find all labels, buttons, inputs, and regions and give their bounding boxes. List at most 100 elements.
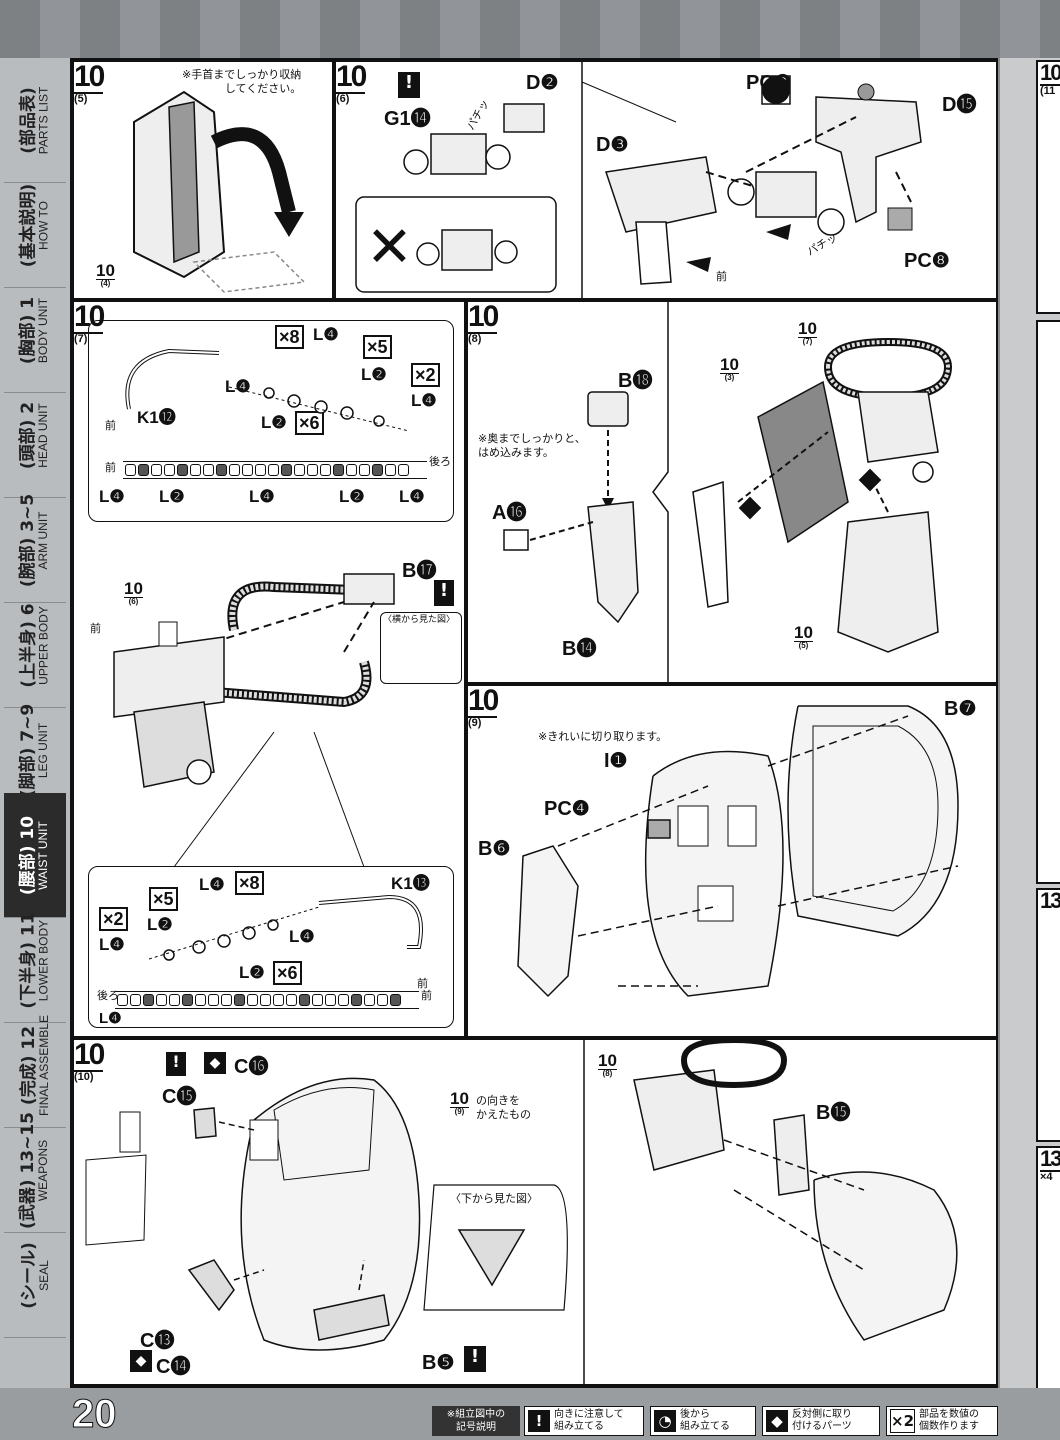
legend-text: 向きに注意して 組み立てる — [554, 1409, 624, 1432]
legend-caution: !向きに注意して 組み立てる — [524, 1406, 644, 1436]
caution-icon: ! — [434, 580, 454, 606]
part-label: B❺ — [422, 1352, 455, 1374]
part-label: B⓯ — [816, 1102, 851, 1124]
part-label: C⓮ — [156, 1356, 191, 1378]
opposite-side-icon: ◆ — [766, 1410, 788, 1432]
step-note: の向きを かえたもの — [476, 1094, 531, 1122]
part-label: PC❽ — [904, 250, 950, 272]
tab-en: ARM UNIT — [36, 511, 51, 570]
count-badge: ×6 — [273, 961, 302, 985]
step-10-9: 10(9) ※きれいに切り取ります。 B❼ I❶ PC❹ B❻ — [466, 684, 998, 1038]
part-label: B⓮ — [562, 638, 597, 660]
sidebar-tab-how-to[interactable]: (基本説明)HOW TO — [4, 163, 66, 288]
part-label: C⓯ — [162, 1086, 197, 1108]
callout-top: K1⓬ 前 ×8 L❹ ×5 L❹ L❷ ×2 L❹ L❷ ×6 前 後ろ L❹… — [88, 320, 454, 522]
step-10-6: 10(6) ! D❷ G1⓮ D❸ PC❽ D⓯ PC❽ 前 パチッ パチッ ✕ — [334, 60, 998, 300]
count-badge: ×5 — [363, 335, 392, 359]
count-badge: ×5 — [149, 887, 178, 911]
part-label: L❹ — [399, 487, 425, 506]
tab-en: FINAL ASSEMBLE — [36, 1014, 51, 1116]
rear-label: 後ろ — [97, 989, 119, 1002]
page-number: 20 — [72, 1392, 117, 1437]
part-label: L❹ — [199, 875, 225, 894]
edge-panel: 13×4 — [1036, 1146, 1060, 1390]
part-label: K1⓭ — [391, 874, 430, 893]
part-label: I❶ — [604, 750, 628, 772]
step-10-5: 10(5) ※手首までしっかり収納 してください。 10(4) — [72, 60, 334, 300]
next-page-edge: 10(11 13 13×4 — [1000, 58, 1060, 1440]
sidebar-tab-parts-list[interactable]: (部品表)PARTS LIST — [4, 58, 66, 183]
step-badge: 10(5) — [74, 60, 105, 105]
step-10-10: 10(10) ! ◆ C⓰ C⓯ C⓭ ◆ C⓮ B❺ ! B⓯ 10(9) の… — [72, 1038, 998, 1386]
legend-text: 後から 組み立てる — [680, 1409, 730, 1432]
legend-text: 部品を数値の 個数作ります — [919, 1409, 980, 1432]
step-badge: 10(10) — [74, 1038, 105, 1083]
legend-opposite: ◆反対側に取り 付けるパーツ — [762, 1406, 880, 1436]
caution-icon: ! — [528, 1410, 550, 1432]
part-label: B⓱ — [402, 560, 437, 582]
step-10-8: 10(8) B⓲ ※奥までしっかりと、 はめ込みます。 A⓰ B⓮ 10(7) … — [466, 300, 998, 684]
part-label: L❹ — [313, 325, 339, 344]
step-badge: 10(9) — [468, 684, 499, 729]
ref-badge: 10(9) — [450, 1089, 469, 1116]
step-10-7: 10(7) K1⓬ 前 ×8 L❹ ×5 L❹ L❷ ×2 L❹ L❷ ×6 前… — [72, 300, 466, 1038]
tab-en: LOWER BODY — [36, 919, 51, 1001]
instruction-page: 10(5) ※手首までしっかり収納 してください。 10(4) 10(6) ! … — [70, 58, 998, 1388]
step-10-10-illustration — [85, 1040, 958, 1384]
part-label: L❷ — [261, 413, 287, 432]
caution-icon: ! — [464, 1346, 486, 1372]
step-note: ※手首までしっかり収納 してください。 — [182, 68, 302, 96]
edge-panel: 10(11 — [1036, 60, 1060, 314]
count-badge: ×2 — [411, 363, 440, 387]
part-label: L❷ — [239, 963, 265, 982]
step-10-7-illustration — [113, 573, 395, 868]
tab-jp: (シール) — [18, 1241, 39, 1309]
legend-later: ◔後から 組み立てる — [650, 1406, 756, 1436]
part-label: L❹ — [249, 487, 275, 506]
tab-jp: (腕部) 3~5 — [18, 493, 39, 587]
legend-title: ※組立図中の 記号説明 — [432, 1406, 520, 1436]
part-label: C⓰ — [234, 1056, 269, 1078]
cable-illustration-bottom — [148, 894, 423, 961]
part-label: D❷ — [526, 72, 559, 94]
part-label: L❷ — [147, 915, 173, 934]
ref-badge: 10(6) — [124, 579, 143, 606]
count-badge: ×2 — [99, 907, 128, 931]
ref-badge: 10(3) — [720, 355, 739, 382]
tab-jp: (脚部) 7~9 — [18, 703, 39, 797]
tab-en: HEAD UNIT — [36, 402, 51, 468]
step-badge: 10(8) — [468, 300, 499, 345]
sidebar-tab-seal[interactable]: (シール)SEAL — [4, 1213, 66, 1338]
front-label: 前 — [105, 461, 116, 474]
front-label: 前 — [417, 977, 428, 990]
count-badge: ×8 — [275, 325, 304, 349]
part-label: L❷ — [339, 487, 365, 506]
part-label: G1⓮ — [384, 108, 431, 130]
tab-jp: (胸部) 1 — [18, 296, 39, 364]
cable-bead-order — [115, 991, 419, 1009]
ref-badge: 10(4) — [96, 261, 115, 288]
opposite-side-icon: ◆ — [130, 1350, 152, 1372]
tab-jp: (基本説明) — [18, 183, 39, 267]
step-note: ※きれいに切り取ります。 — [538, 730, 668, 743]
step-note: ※奥までしっかりと、 はめ込みます。 — [478, 432, 586, 460]
part-label: K1⓬ — [137, 408, 176, 427]
step-10-5-illustration — [133, 90, 306, 293]
part-label: L❷ — [361, 365, 387, 384]
step-10-8-illustration — [503, 302, 953, 682]
front-label: 前 — [716, 270, 727, 283]
step-10-9-illustration — [517, 705, 959, 998]
cable-illustration-top — [125, 348, 410, 432]
bottom-view-label: 〈下から見た図〉 — [450, 1192, 538, 1205]
part-label: PC❹ — [544, 798, 590, 820]
